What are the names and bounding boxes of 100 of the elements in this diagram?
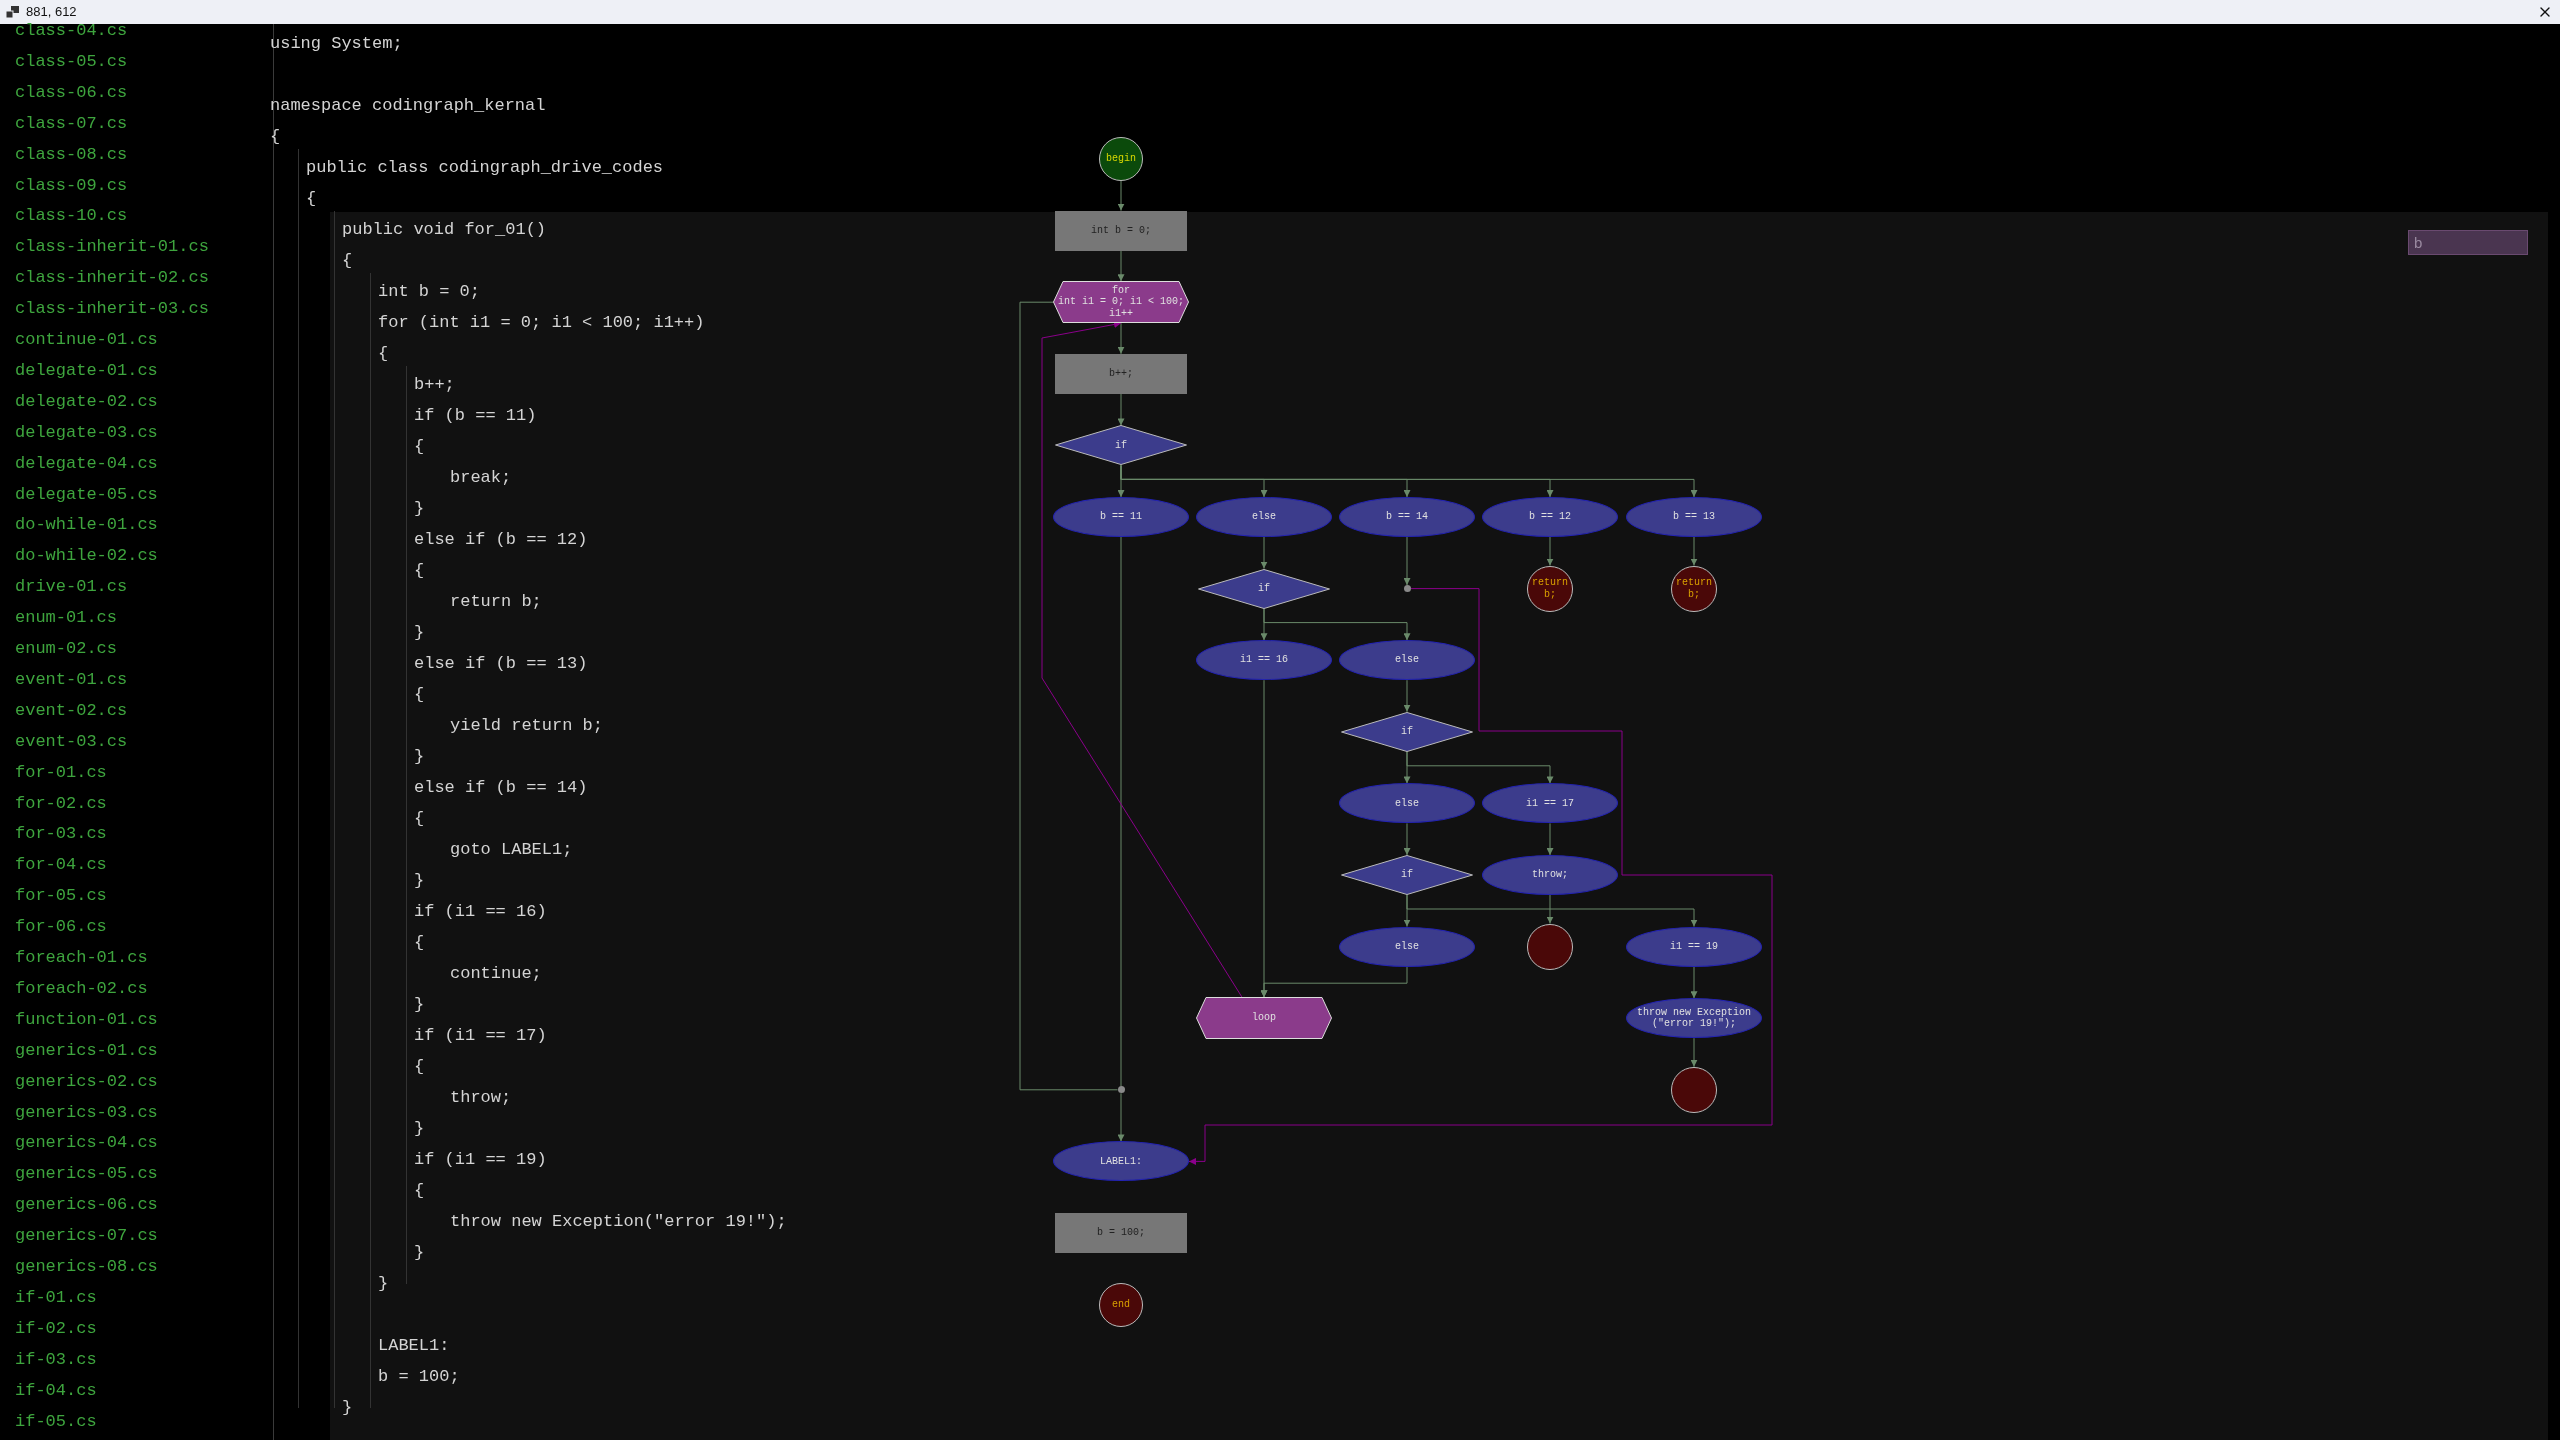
node-text: b == 12 — [1528, 511, 1572, 523]
code-line: goto LABEL1; — [450, 840, 573, 860]
node-text: int i1 = 0; i1 < 100; — [1057, 296, 1185, 308]
code-line: else if (b == 12) — [414, 530, 588, 550]
node-text: return b; — [1531, 577, 1569, 601]
file-name: class-08.cs — [15, 144, 128, 165]
file-name: generics-02.cs — [15, 1071, 158, 1092]
node-text: i1 == 16 — [1239, 654, 1289, 666]
file-name: event-03.cs — [15, 731, 128, 752]
file-name: class-05.cs — [15, 51, 128, 72]
decision-diamond — [1198, 568, 1330, 609]
file-name: if-01.cs — [15, 1287, 97, 1308]
process-box — [1055, 353, 1187, 394]
file-name: class-inherit-01.cs — [15, 237, 209, 258]
code-line: { — [414, 1181, 425, 1201]
node-text: i1 == 17 — [1525, 797, 1575, 810]
code-line: continue; — [450, 964, 542, 984]
node-text: throw; — [1531, 869, 1569, 881]
node-text: b = 100; — [1096, 1227, 1146, 1239]
node-text: if — [1257, 582, 1271, 595]
code-line: } — [342, 1398, 353, 1418]
search-field: b — [2408, 230, 2528, 255]
file-name: for-05.cs — [15, 886, 107, 907]
arrow — [1406, 751, 1554, 784]
code-line: } — [414, 1119, 425, 1139]
file-name: if-04.cs — [15, 1380, 97, 1401]
file-name: if-03.cs — [15, 1349, 97, 1370]
file-name: generics-08.cs — [15, 1257, 158, 1277]
node-text: i1++ — [1108, 307, 1134, 320]
code-line: } — [414, 995, 425, 1015]
file-name: if-02.cs — [15, 1318, 97, 1339]
node-text: else — [1251, 511, 1277, 523]
file-name: delegate-01.cs — [15, 360, 158, 381]
arrow — [1260, 536, 1268, 570]
arrow — [1041, 321, 1243, 998]
node-text: if — [1114, 439, 1128, 452]
code-line: break; — [450, 468, 512, 488]
code-line: throw new Exception("error 19!"); — [450, 1212, 787, 1232]
code-line: { — [342, 251, 353, 271]
code-line: if (i1 == 16) — [414, 902, 547, 922]
arrow — [1546, 536, 1554, 567]
file-name: delegate-03.cs — [15, 422, 158, 443]
file-name: class-10.cs — [15, 206, 128, 227]
node-text: int b = 0; — [1090, 224, 1152, 237]
process-box — [1055, 1213, 1187, 1253]
arrow — [1263, 608, 1411, 641]
arrow — [1117, 250, 1125, 282]
file-name: delegate-05.cs — [15, 484, 158, 505]
file-name: class-07.cs — [15, 113, 128, 134]
code-line: { — [306, 189, 317, 209]
decision-diamond — [1341, 711, 1473, 752]
file-name: for-02.cs — [15, 793, 107, 814]
file-name: delegate-02.cs — [15, 391, 158, 412]
code-line: } — [414, 499, 425, 519]
code-line: for (int i1 = 0; i1 < 100; i1++) — [378, 313, 705, 333]
file-name: for-06.cs — [15, 917, 107, 938]
file-name: generics-03.cs — [15, 1102, 158, 1123]
file-name: generics-07.cs — [15, 1226, 158, 1247]
code-line: } — [414, 871, 425, 891]
arrow — [1117, 1092, 1125, 1142]
connector-line — [1019, 301, 1118, 1091]
code-line: else if (b == 13) — [414, 654, 588, 674]
file-name: enum-01.cs — [15, 608, 118, 629]
file-name: generics-06.cs — [15, 1195, 158, 1216]
code-line: { — [414, 685, 425, 705]
code-line: { — [414, 437, 425, 457]
arrow — [1117, 393, 1125, 426]
file-name: function-01.cs — [15, 1009, 158, 1030]
code-line: } — [414, 1243, 425, 1263]
code-line: b++; — [414, 375, 455, 395]
decision-diamond — [1341, 855, 1473, 895]
file-name: foreach-02.cs — [15, 978, 148, 999]
code-line: public class codingraph_drive_codes — [306, 158, 664, 178]
code-line: namespace codingraph_kernal — [270, 96, 546, 116]
code-line: if (i1 == 19) — [414, 1150, 547, 1170]
arrow — [1546, 894, 1554, 925]
file-name: for-03.cs — [15, 824, 107, 845]
file-name: class-inherit-02.cs — [15, 268, 209, 289]
node-text: end — [1111, 1298, 1131, 1311]
arrow — [1546, 822, 1554, 856]
file-name: for-04.cs — [15, 855, 107, 876]
code-line: { — [270, 127, 281, 147]
arrow — [1260, 966, 1408, 998]
code-line: { — [414, 1057, 425, 1077]
node-text: if — [1400, 726, 1414, 738]
loop-hexagon — [1196, 997, 1332, 1040]
code-line: return b; — [450, 592, 542, 612]
code-line: { — [414, 561, 425, 581]
arrow — [1403, 536, 1411, 586]
file-name: enum-02.cs — [15, 639, 118, 659]
file-name: continue-01.cs — [15, 330, 158, 350]
arrow — [1403, 679, 1411, 713]
file-name: do-while-01.cs — [15, 515, 158, 536]
node-text: b == 13 — [1672, 511, 1716, 523]
file-name: class-09.cs — [15, 175, 128, 196]
connector-line — [1120, 536, 1122, 1087]
file-name: generics-04.cs — [15, 1133, 158, 1154]
node-text: begin — [1105, 153, 1137, 165]
node-text: else — [1394, 940, 1420, 953]
code-line: throw; — [450, 1088, 512, 1108]
